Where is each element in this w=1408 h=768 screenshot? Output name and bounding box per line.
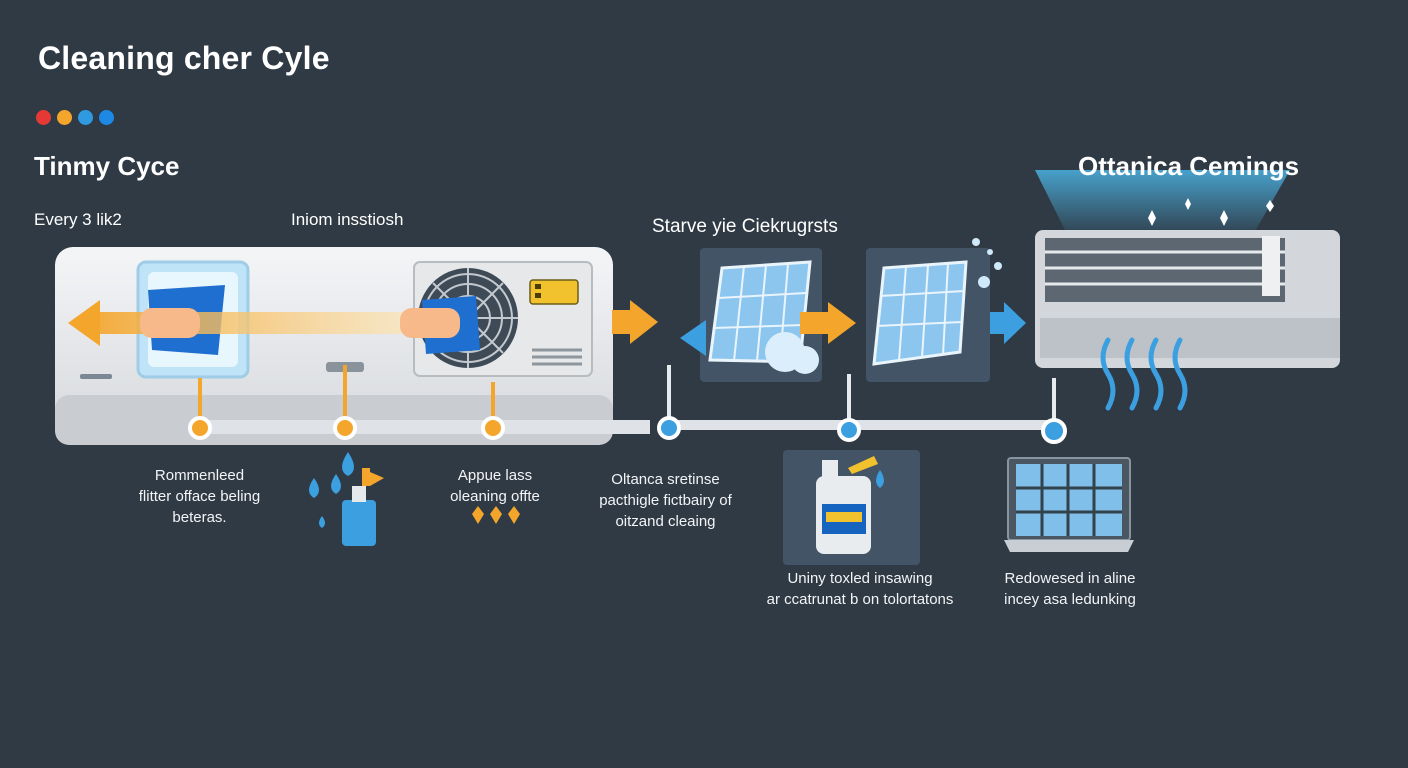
- page-title: Cleaning cher Cyle: [38, 40, 330, 76]
- caption-line: beteras.: [172, 509, 227, 526]
- caption-line: ar ccatrunat b on tolortatons: [766, 591, 954, 608]
- caption-line: incey asa ledunking: [1004, 591, 1136, 608]
- hand-icon: [400, 308, 460, 338]
- spray-bottle-icon: [309, 452, 384, 546]
- step-caption: Rommenleed flitter offace beling beteras…: [112, 465, 287, 528]
- palette-dot: [57, 110, 72, 125]
- timeline-node: [188, 416, 212, 440]
- caption-line: Oltanca sretinse: [611, 471, 720, 488]
- sparkle-icon: [1148, 198, 1274, 226]
- caption-line: oleaning offte: [450, 488, 540, 505]
- caption-line: pacthigle fictbairy of: [599, 492, 732, 509]
- dirty-filter-illustration: [680, 248, 856, 382]
- caption-line: Uniny toxled insawing: [787, 570, 933, 587]
- timeline-node: [481, 416, 505, 440]
- caption-line: Appue lass: [457, 467, 533, 484]
- caption-line: Rommenleed: [154, 467, 245, 484]
- interval-label: Every 3 lik2: [34, 210, 122, 229]
- caption-line: flitter offace beling: [138, 488, 261, 505]
- finished-ac-unit-illustration: [1035, 170, 1340, 411]
- step-caption: Redowesed in aline incey asa ledunking: [985, 568, 1155, 610]
- cleaner-jug-icon: [783, 450, 920, 565]
- step-caption: Oltanca sretinse pacthigle fictbairy of …: [578, 469, 753, 532]
- caption-line: Redowesed in aline: [1004, 570, 1136, 587]
- clean-filter-laptop-icon: [1004, 457, 1134, 552]
- left-section-heading: Tinmy Cyce: [34, 151, 180, 181]
- timeline-node: [1041, 418, 1067, 444]
- palette-dots: [36, 110, 114, 125]
- indoor-unit-illustration: [55, 247, 613, 445]
- hand-icon: [140, 308, 200, 338]
- palette-dot: [36, 110, 51, 125]
- palette-dot: [99, 110, 114, 125]
- middle-section-heading: Starve yie Ciekrugrsts: [652, 216, 838, 237]
- step-caption: Uniny toxled insawing ar ccatrunat b on …: [740, 568, 980, 610]
- step-caption: Appue lass oleaning offte: [420, 465, 570, 507]
- timeline-node: [837, 418, 861, 442]
- instruction-label: Iniom insstiosh: [291, 210, 404, 229]
- caption-line: oitzand cleaing: [615, 513, 716, 530]
- clean-filter-illustration: [866, 238, 1026, 382]
- timeline-node: [333, 416, 357, 440]
- palette-dot: [78, 110, 93, 125]
- timeline-track: [188, 365, 1067, 444]
- timeline-node: [657, 416, 681, 440]
- diamond-markers-icon: [472, 506, 520, 524]
- wiping-arrow: [68, 300, 658, 346]
- right-section-heading: Ottanica Cemings: [1078, 151, 1300, 181]
